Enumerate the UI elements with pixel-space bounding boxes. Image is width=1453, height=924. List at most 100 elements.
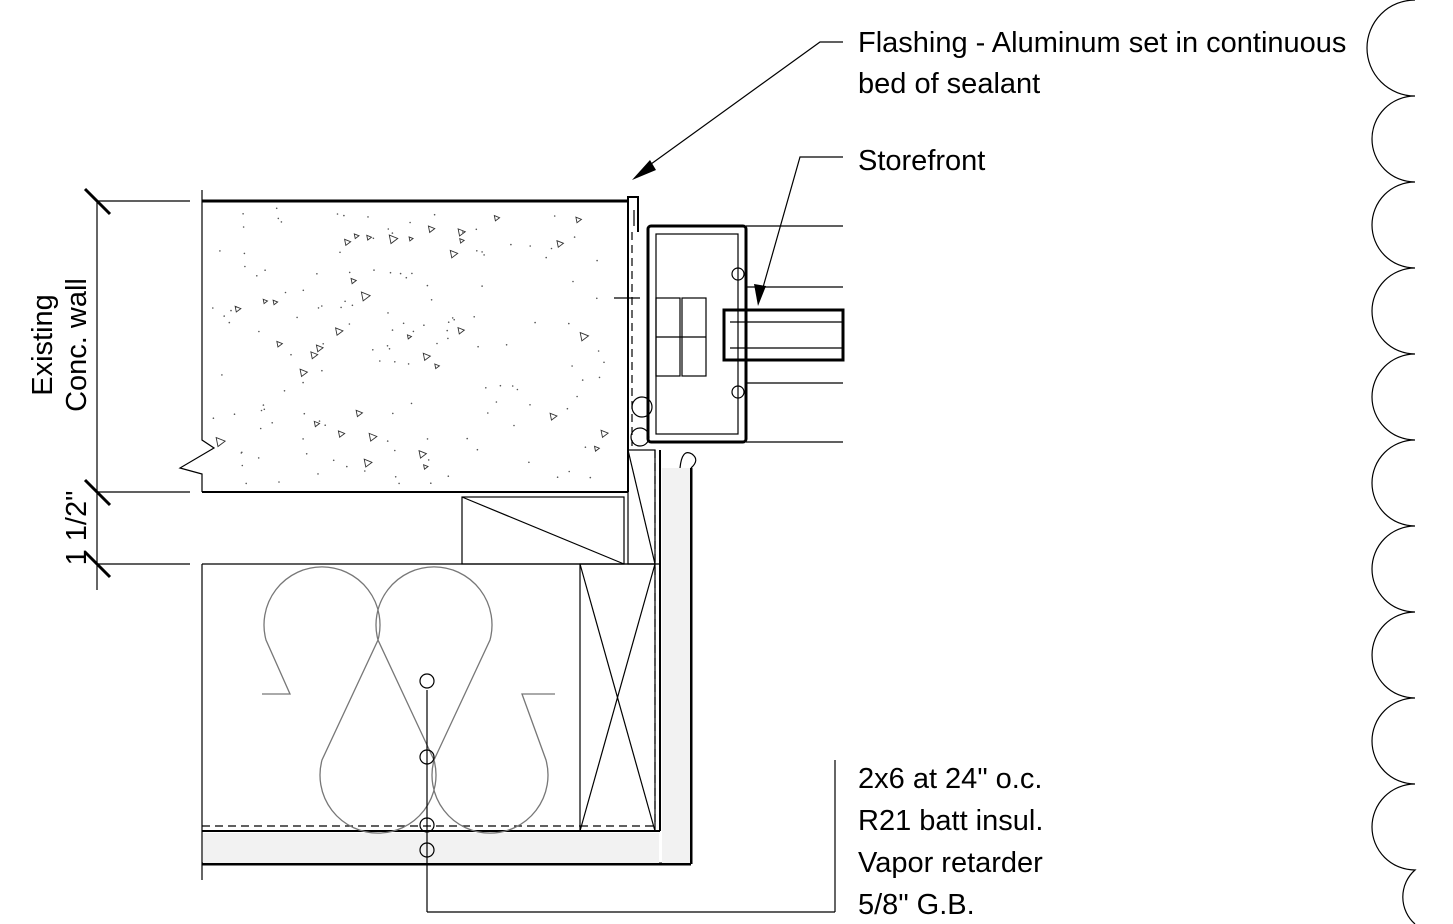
aggregate-triangle xyxy=(418,449,428,459)
aggregate-dot xyxy=(373,269,375,271)
aggregate-dot xyxy=(426,284,429,287)
aggregate-triangle xyxy=(344,238,352,247)
aggregate-triangle xyxy=(272,299,279,306)
aggregate-dot xyxy=(476,250,478,252)
aggregate-dot xyxy=(475,228,478,231)
aggregate-dot xyxy=(528,461,530,464)
aggregate-dot xyxy=(556,476,559,479)
aggregate-triangle xyxy=(310,351,319,360)
aggregate-triangle xyxy=(408,236,414,242)
aggregate-triangle xyxy=(262,298,269,305)
aggregate-dot xyxy=(447,337,449,340)
aggregate-dot xyxy=(389,271,392,274)
aggregate-dot xyxy=(240,452,243,454)
aggregate-dot xyxy=(372,349,374,351)
aggregate-dot xyxy=(473,316,476,318)
aggregate-dot xyxy=(436,342,438,345)
aggregate-dot xyxy=(351,304,354,307)
aggregate-dot xyxy=(412,330,415,333)
aggregate-dot xyxy=(242,213,244,215)
aggregate-dot xyxy=(394,449,396,452)
aggregate-dot xyxy=(364,470,366,472)
aggregate-dot xyxy=(271,422,274,424)
aggregate-triangle xyxy=(350,277,358,285)
dimension-tick-icon xyxy=(83,550,112,579)
aggregate-dot xyxy=(589,476,592,479)
aggregate-triangle xyxy=(457,228,467,237)
aggregate-dot xyxy=(348,323,351,325)
aggregate-dot xyxy=(275,207,278,210)
aggregate-dot xyxy=(280,221,283,223)
aggregate-dot xyxy=(572,280,574,283)
concrete-wall xyxy=(178,190,629,493)
aggregate-dot xyxy=(379,360,381,362)
aggregate-dot xyxy=(336,213,339,215)
aggregate-dot xyxy=(410,402,413,405)
aggregate-dot xyxy=(447,475,450,478)
aggregate-dot xyxy=(277,217,280,220)
aggregate-dot xyxy=(453,318,456,321)
aggregate-dot xyxy=(598,376,601,379)
aggregate-triangle xyxy=(215,436,227,448)
aggregate-dot xyxy=(399,272,402,275)
concrete-aggregate-hatch xyxy=(212,207,610,485)
aggregate-dot xyxy=(477,345,479,348)
aggregate-dot xyxy=(392,412,394,415)
aggregate-dot xyxy=(391,232,394,234)
aggregate-triangle xyxy=(234,305,242,313)
aggregate-dot xyxy=(603,361,605,364)
aggregate-dot xyxy=(481,285,483,287)
aggregate-dot xyxy=(318,420,321,422)
aggregate-triangle xyxy=(579,331,590,342)
aggregate-triangle xyxy=(422,464,429,470)
aggregate-dot xyxy=(447,321,450,324)
aggregate-dot xyxy=(513,424,515,427)
aggregate-dot xyxy=(305,453,308,455)
flashing-leader xyxy=(632,41,843,180)
storefront-label: Storefront xyxy=(858,145,985,177)
aggregate-dot xyxy=(302,289,305,292)
aggregate-dot xyxy=(405,276,408,279)
aggregate-dot xyxy=(258,330,260,333)
aggregate-dot xyxy=(212,417,215,420)
aggregate-dot xyxy=(409,221,411,224)
aggregate-dot xyxy=(212,307,214,309)
aggregate-dot xyxy=(302,438,304,440)
aggregate-dot xyxy=(398,482,400,485)
aggregate-dot xyxy=(510,243,512,246)
aggregate-dot xyxy=(388,348,391,350)
aggregate-triangle xyxy=(276,340,284,348)
gypsum-board-side xyxy=(662,468,690,863)
aggregate-triangle xyxy=(434,363,441,370)
aggregate-dot xyxy=(284,291,287,294)
aggregate-dot xyxy=(303,412,306,415)
aggregate-dot xyxy=(372,237,375,240)
aggregate-triangle xyxy=(449,249,459,259)
aggregate-dot xyxy=(348,271,351,274)
aggregate-dot xyxy=(255,275,258,277)
aggregate-dot xyxy=(451,317,454,319)
aggregate-dot xyxy=(316,273,318,275)
aggregate-dot xyxy=(529,245,531,247)
aggregate-dot xyxy=(244,265,246,268)
aggregate-dot xyxy=(242,226,245,228)
aggregate-dot xyxy=(241,464,244,467)
aggregate-dot xyxy=(568,322,570,325)
aggregate-triangle xyxy=(353,233,360,240)
aggregate-dot xyxy=(259,427,262,430)
aggregate-triangle xyxy=(388,234,399,245)
aggregate-dot xyxy=(387,312,389,314)
aggregate-triangle xyxy=(363,458,373,468)
aggregate-triangle xyxy=(315,344,325,353)
aggregate-dot xyxy=(245,482,247,485)
aggregate-triangle xyxy=(313,420,321,428)
aggregate-dot xyxy=(430,299,433,301)
aggregate-dot xyxy=(262,404,265,406)
wall-note-gypsum: 5/8" G.B. xyxy=(858,889,975,921)
aggregate-triangle xyxy=(406,334,413,340)
aggregate-triangle xyxy=(368,432,378,442)
aggregate-triangle xyxy=(459,237,466,244)
aggregate-dot xyxy=(344,300,346,303)
wood-blocking xyxy=(202,449,660,565)
glazing-unit xyxy=(722,308,845,362)
